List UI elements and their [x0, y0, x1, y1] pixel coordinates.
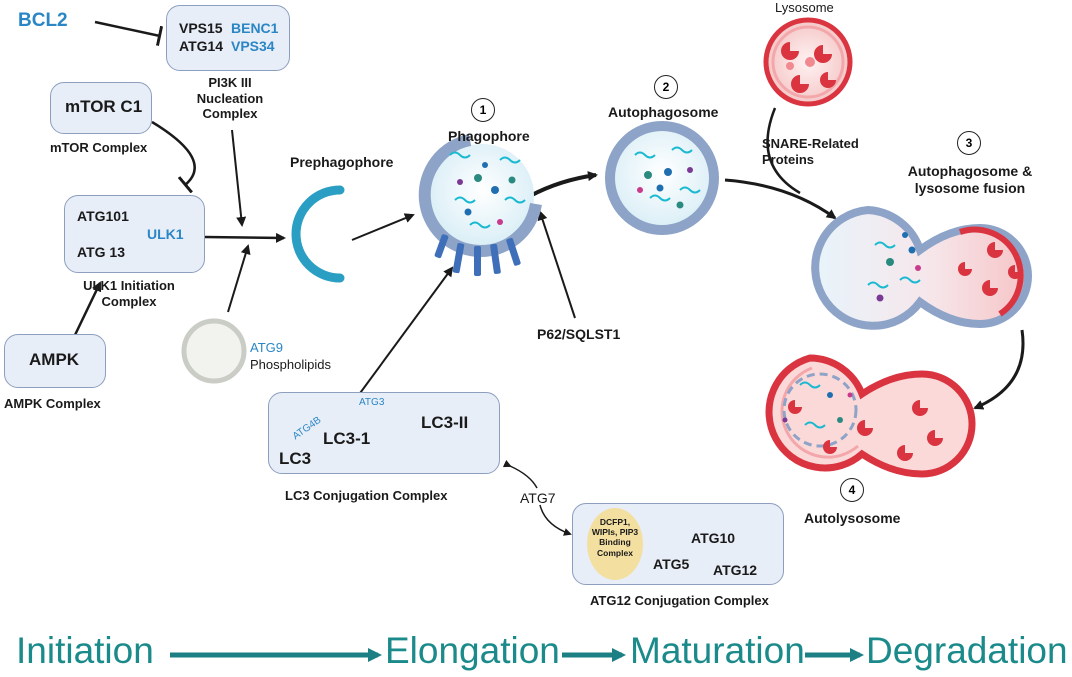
atg9-vesicle	[181, 318, 247, 384]
stage-maturation: Maturation	[630, 630, 805, 671]
ulk1-label: ULK1	[147, 226, 184, 242]
phospholipids-label: Phospholipids	[250, 357, 331, 372]
mtor-complex-box: mTOR C1	[50, 82, 152, 134]
ulk1-complex-box: ATG101 ULK1 ATG 13	[64, 195, 205, 273]
atg9-label: ATG9	[250, 340, 283, 355]
benc1-label: BENC1	[231, 20, 279, 36]
step-1-badge: 1	[471, 98, 495, 122]
stage-degradation: Degradation	[866, 630, 1068, 671]
vps15-label: VPS15	[179, 20, 223, 36]
p62-label: P62/SQLST1	[537, 326, 621, 342]
lc3-label: LC3	[279, 449, 312, 468]
lysosome-to-fusion-line	[766, 107, 801, 195]
lysosome-cell	[763, 17, 853, 107]
atg101-label: ATG101	[77, 208, 129, 224]
lc3-ii-label: LC3-II	[421, 413, 469, 432]
dcfp1-label: DCFP1, WIPIs, PIP3 Binding Complex	[591, 517, 639, 558]
stage-initiation: Initiation	[16, 630, 154, 671]
p62-arrow	[537, 210, 576, 319]
ampk-caption: AMPK Complex	[4, 396, 101, 411]
atg14-label: ATG14	[179, 38, 224, 54]
atg12-caption: ATG12 Conjugation Complex	[590, 593, 769, 608]
lc3-arrow	[354, 266, 454, 401]
atg5-label: ATG5	[653, 556, 690, 572]
lc3-1-label: LC3-1	[323, 429, 371, 448]
atg9-arrow	[227, 244, 251, 313]
snare-label: SNARE-Related Proteins	[762, 136, 859, 167]
stage-elongation: Elongation	[385, 630, 560, 671]
prephagophore-crescent	[291, 185, 345, 283]
pi3k-complex-box: VPS15 BENC1 ATG14 VPS34	[166, 5, 290, 71]
atg3-label: ATG3	[359, 397, 385, 408]
ulk1-caption: ULK1 Initiation Complex	[83, 278, 175, 309]
atg4b-label: ATG4B	[290, 414, 324, 443]
lc3-caption: LC3 Conjugation Complex	[285, 488, 448, 503]
autolysosome-cell	[765, 354, 976, 478]
mtor-inhibition-line	[151, 120, 196, 194]
lysosome-label: Lysosome	[775, 0, 834, 15]
autophagosome-cell	[605, 121, 719, 235]
fusion-label: Autophagosome & lysosome fusion	[907, 163, 1033, 196]
ampk-arrow	[73, 281, 102, 336]
step-2-badge: 2	[654, 75, 678, 99]
atg12-label: ATG12	[713, 562, 758, 578]
pi3k-arrow	[231, 129, 247, 227]
atg7-label: ATG7	[520, 490, 556, 506]
lc3-complex-box: ATG4B ATG3 LC3 LC3-1 LC3-II	[268, 392, 500, 474]
bcl2-label: BCL2	[18, 10, 68, 31]
ulk1-arrow	[204, 232, 286, 243]
autophagosome-label: Autophagosome	[608, 104, 719, 120]
prephagophore-label: Prephagophore	[290, 154, 394, 170]
autolysosome-label: Autolysosome	[804, 510, 901, 526]
step-4-badge: 4	[840, 478, 864, 502]
bcl2-inhibition-line	[94, 20, 164, 46]
atg12-complex-box: DCFP1, WIPIs, PIP3 Binding Complex ATG10…	[572, 503, 784, 585]
phagophore-cell	[418, 134, 542, 276]
pi3k-caption: PI3K III Nucleation Complex	[196, 75, 264, 122]
atg7-lower-arrow	[539, 504, 572, 536]
autophagosome-to-fusion-arrow	[724, 178, 837, 220]
atg10-label: ATG10	[691, 530, 736, 546]
prephagophore-arrow	[351, 213, 415, 241]
fusion-to-autolysosome-arrow	[973, 329, 1025, 410]
mtor-caption: mTOR Complex	[50, 140, 148, 155]
ampk-label: AMPK	[29, 350, 80, 369]
atg13-label: ATG 13	[77, 244, 125, 260]
vps34-label: VPS34	[231, 38, 275, 54]
ampk-complex-box: AMPK	[4, 334, 106, 388]
dcfp1-ellipse	[587, 508, 643, 580]
step-3-badge: 3	[957, 131, 981, 155]
phagophore-label: Phagophore	[448, 128, 530, 144]
fusion-cell	[811, 205, 1032, 330]
atg7-upper-arrow	[502, 459, 538, 489]
mtor-c1-label: mTOR C1	[65, 97, 143, 116]
phagophore-to-autophagosome-arrow	[529, 171, 598, 198]
